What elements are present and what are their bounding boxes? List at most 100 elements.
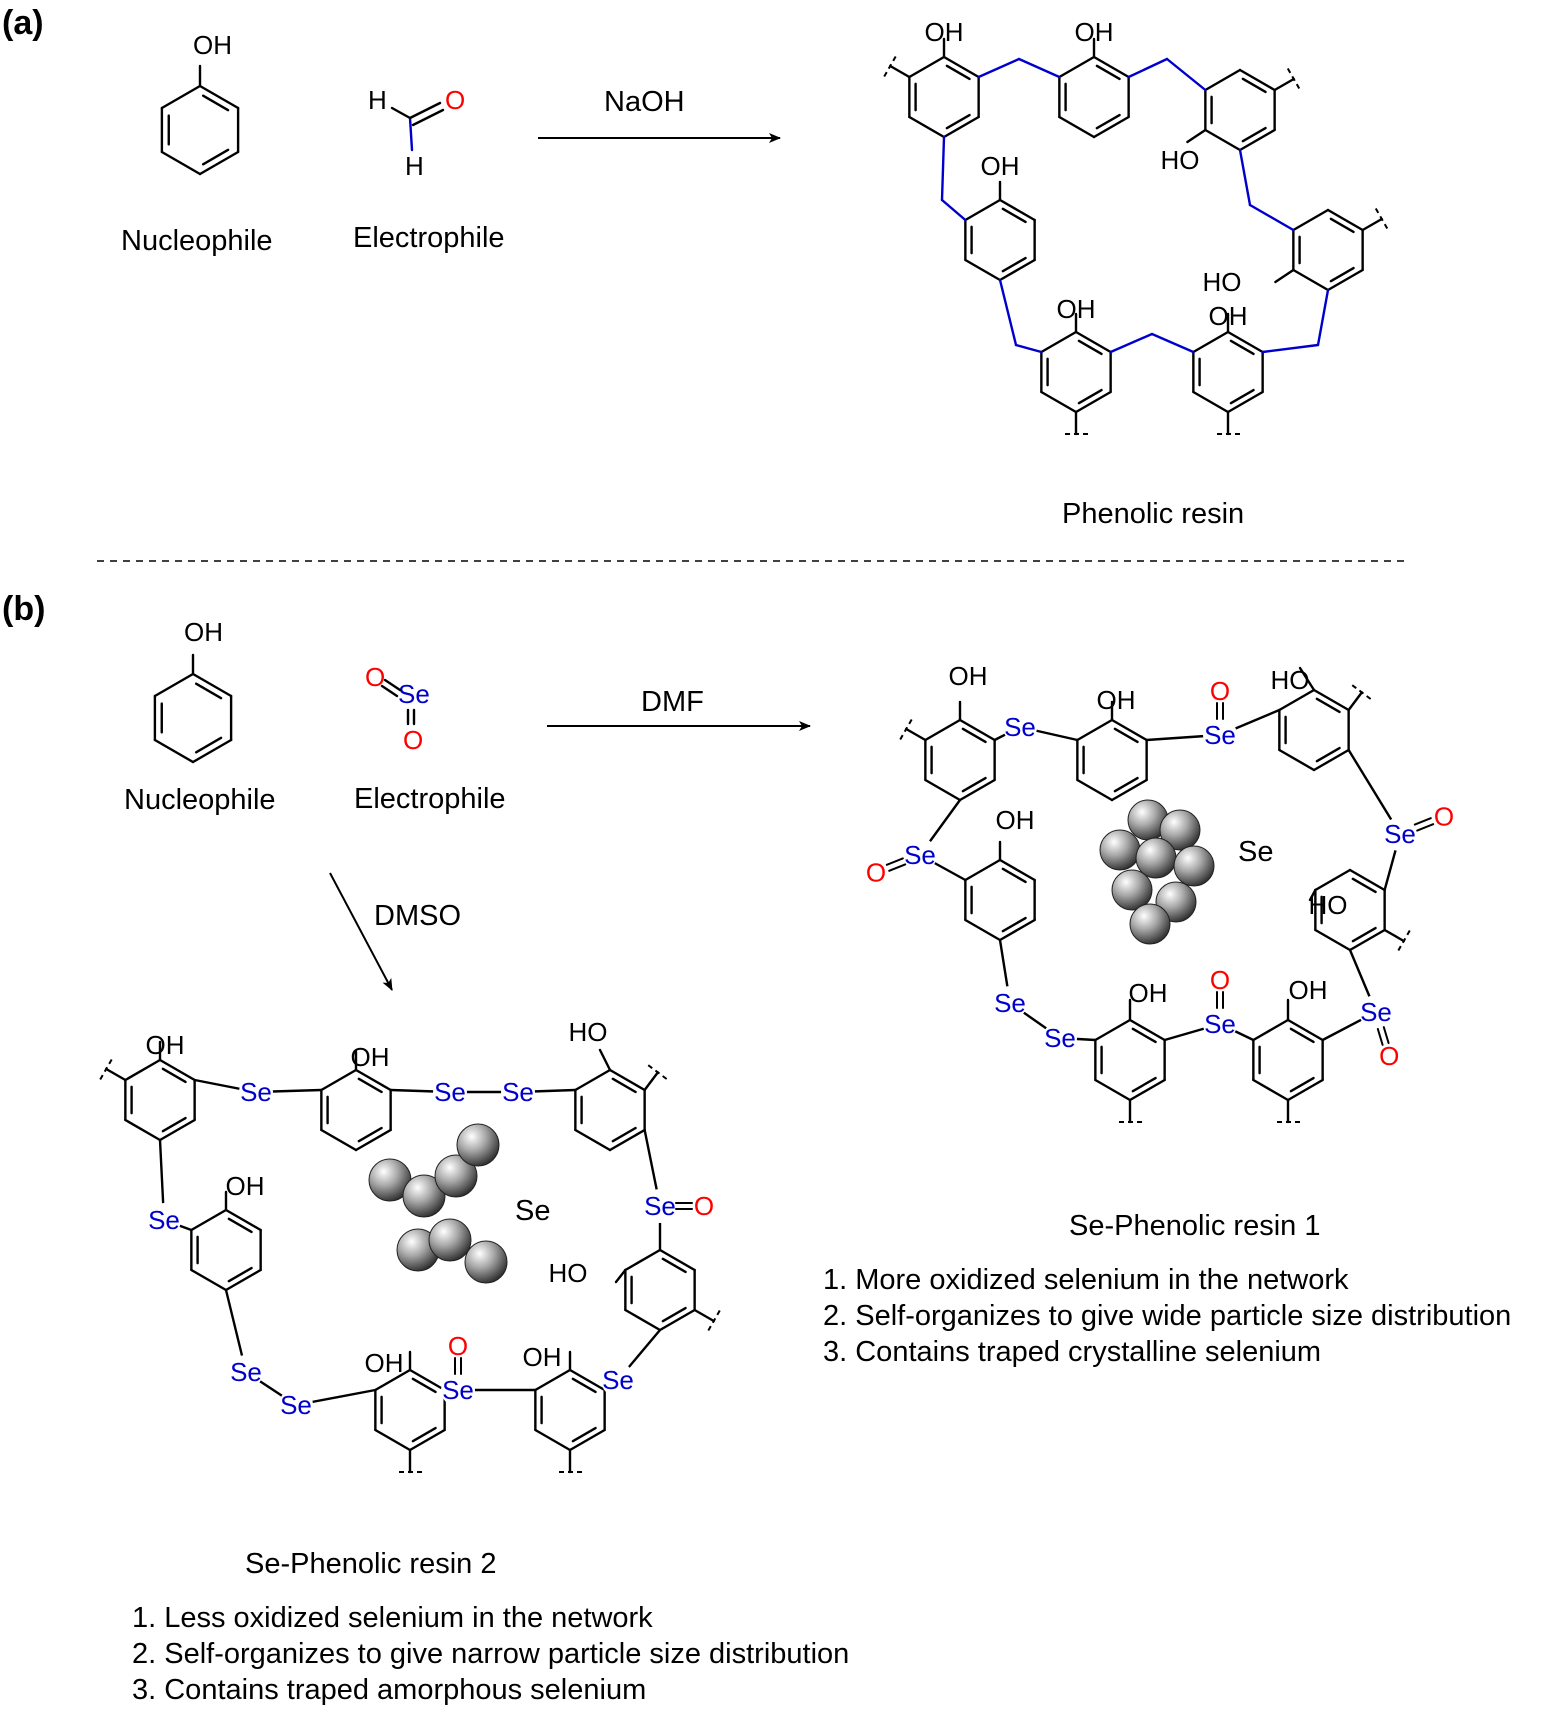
ring-bond — [190, 1208, 228, 1232]
selenium-particle — [428, 1218, 472, 1262]
ring-bond — [1094, 1078, 1132, 1102]
seleninyl-oxygen-label: O — [694, 1191, 714, 1221]
c-o-bond — [408, 101, 442, 120]
c-h-bond — [390, 106, 412, 120]
selenium-label: Se — [230, 1357, 262, 1387]
ring-bond — [608, 1068, 646, 1092]
truncation-bond — [889, 64, 911, 79]
selenium-label: Se — [442, 1375, 474, 1405]
ring-bond — [1074, 330, 1112, 354]
resin-ring — [908, 55, 980, 139]
resin-ring — [1278, 688, 1350, 772]
hydroxyl-label: OH — [1209, 301, 1248, 331]
ring-bond — [191, 738, 233, 764]
ring-bond — [1110, 718, 1148, 742]
se-o-double-bond — [1382, 1026, 1390, 1045]
hydroxyl-label: HO — [1161, 145, 1200, 175]
methylene-bridge — [1248, 203, 1295, 232]
truncation-bond — [105, 1067, 127, 1082]
ring-bond — [534, 1368, 572, 1392]
resin-ring — [964, 858, 1036, 942]
ring-double-bond — [1351, 926, 1377, 943]
hydroxyl-label: OH — [925, 17, 964, 47]
resin2-cluster-se-label: Se — [515, 1195, 550, 1227]
label-mask — [601, 1363, 635, 1397]
ring-double-bond — [1095, 113, 1121, 130]
o-bond — [614, 1268, 627, 1284]
truncation-bond — [1273, 77, 1295, 92]
selenium-label: Se — [434, 1077, 466, 1107]
se-o-double-bond — [380, 684, 399, 698]
methylene-bridge — [940, 198, 967, 222]
selenium-particle — [402, 1174, 446, 1218]
phenol-molecule-b: OH — [153, 617, 233, 764]
electrophile-label-b: Electrophile — [354, 783, 506, 815]
o-bond — [1274, 268, 1295, 284]
formaldehyde-h-bottom: H — [405, 151, 424, 181]
ring-bond — [1286, 1018, 1324, 1042]
resin-ring — [1058, 55, 1130, 139]
ring-bond — [1312, 748, 1350, 772]
ring-bond — [1204, 128, 1242, 152]
se-o-double-bond — [885, 857, 904, 866]
resin-ring — [964, 198, 1036, 282]
nucleophile-label: Nucleophile — [121, 225, 273, 257]
selenium-dioxide-molecule: O Se O — [365, 662, 430, 755]
ring-bond — [1058, 55, 1096, 79]
ring-bond — [998, 918, 1036, 942]
ring-double-bond — [1241, 126, 1267, 143]
panel-b-label: (b) — [2, 590, 45, 628]
ring-bond — [158, 1118, 196, 1142]
phenol-b-oh-atom: OH — [184, 617, 223, 647]
hydroxyl-label: HO — [1271, 665, 1310, 695]
ring-double-bond — [1113, 776, 1139, 793]
resin2-note-2: 2. Self-organizes to give narrow particl… — [132, 1638, 849, 1670]
selenium-label: Se — [904, 840, 936, 870]
ring-bond — [1348, 928, 1386, 952]
ring-double-bond — [1131, 1027, 1157, 1044]
resin-ring — [924, 718, 996, 802]
formaldehyde-o-atom: O — [445, 85, 465, 115]
ring-bond — [1278, 748, 1316, 772]
ring-bond — [924, 778, 962, 802]
methylene-bridge — [1017, 57, 1061, 79]
ring-bond — [1074, 390, 1112, 414]
seleninyl-oxygen-label: O — [1210, 676, 1230, 706]
resin2-note-3: 3. Contains traped amorphous selenium — [132, 1674, 646, 1706]
label-mask — [239, 1075, 273, 1109]
label-mask — [433, 1075, 467, 1109]
panel-a-label: (a) — [2, 4, 44, 42]
ring-bond — [942, 55, 980, 79]
ring-bond — [1314, 868, 1352, 892]
resin-ring — [1094, 1018, 1166, 1102]
se-o-double-bond — [888, 863, 907, 872]
selenium-label: Se — [644, 1191, 676, 1221]
formaldehyde-h-top: H — [368, 85, 387, 115]
polymer-continuation-mark — [647, 1064, 669, 1081]
ring-bond — [1094, 1018, 1132, 1042]
ring-bond — [1278, 688, 1316, 712]
seleninyl-oxygen-label: O — [866, 858, 886, 888]
hydroxyl-label: OH — [1289, 975, 1328, 1005]
selenium-label: Se — [502, 1077, 534, 1107]
ring-bond — [964, 198, 1002, 222]
ring-bond — [534, 1428, 572, 1452]
ring-bond — [942, 115, 980, 139]
hydroxyl-label: OH — [226, 1171, 265, 1201]
ring-bond — [624, 1308, 662, 1332]
formaldehyde-molecule: H O H — [368, 85, 465, 181]
resin1-note-2: 2. Self-organizes to give wide particle … — [823, 1300, 1511, 1332]
selenium-particle — [434, 1154, 478, 1198]
selenium-label: Se — [280, 1390, 312, 1420]
phenol-ring-b — [153, 672, 233, 764]
o-bond — [1298, 666, 1316, 692]
ring-double-bond — [1241, 77, 1267, 94]
ring-bond — [1326, 208, 1364, 232]
truncation-bond — [1383, 928, 1405, 943]
ring-bond — [908, 115, 946, 139]
methylene-bridge — [1316, 288, 1330, 347]
se-phenolic-resin-2-label: Se-Phenolic resin 2 — [245, 1548, 496, 1580]
